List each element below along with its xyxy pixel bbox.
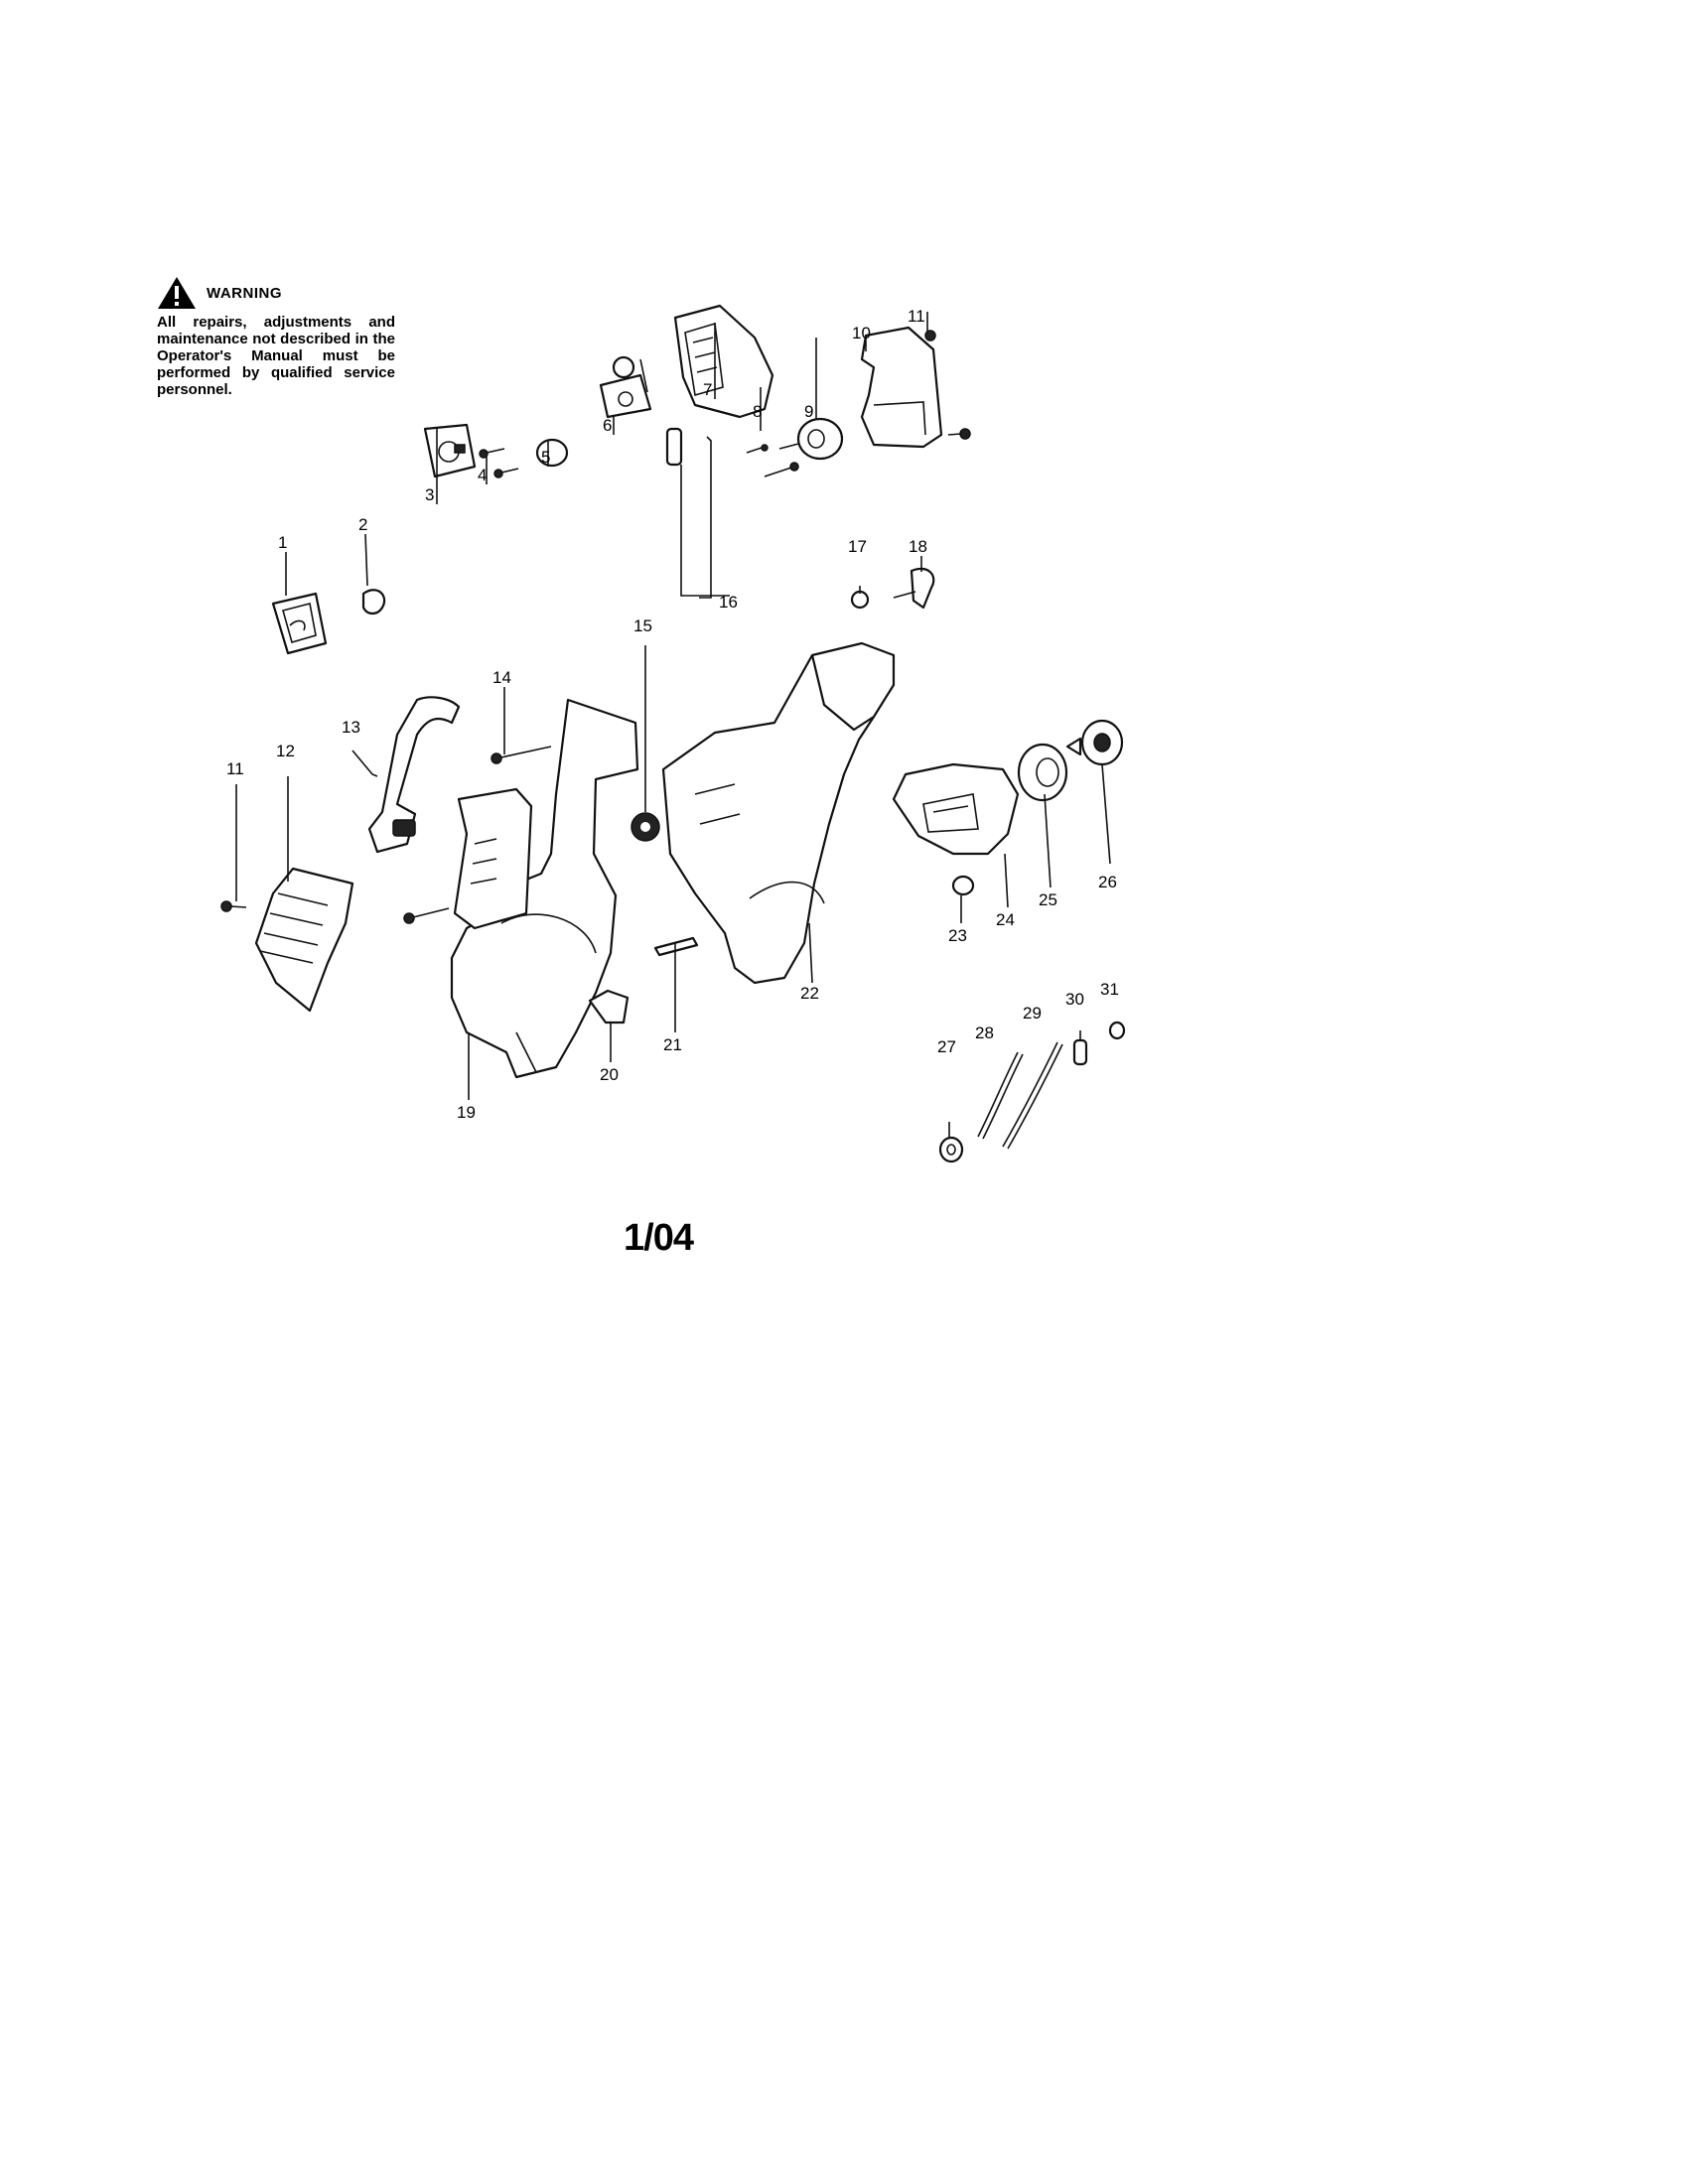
part-label: 19 [457, 1103, 476, 1122]
part-label: 17 [848, 537, 867, 556]
part-22-housing-half [661, 641, 896, 985]
part-label: 4 [478, 466, 487, 484]
part-7-cover-plate [673, 304, 774, 419]
part-17-nut [850, 590, 870, 610]
part-19-housing-half [450, 698, 639, 1079]
part-18-thumb-screw [893, 567, 935, 610]
part-13-handle [367, 696, 461, 854]
part-label: 25 [1039, 890, 1057, 909]
part-15-fan [631, 812, 660, 842]
part-label: 11 [226, 759, 244, 778]
part-2-cap [361, 589, 386, 615]
part-29-fuel-line [1002, 1041, 1063, 1150]
part-14-long-screw [403, 746, 552, 924]
part-label: 10 [852, 324, 871, 342]
part-label: 26 [1098, 873, 1117, 891]
part-12-shroud [254, 867, 354, 1013]
part-label: 13 [342, 718, 360, 737]
part-28-fuel-line [977, 1051, 1024, 1140]
part-21-pin [653, 936, 699, 957]
part-label: 7 [703, 380, 712, 399]
part-number-labels: 1 2 3 4 5 6 7 8 9 10 11 11 12 13 14 15 1… [226, 307, 1119, 1122]
part-20-clip [588, 989, 630, 1024]
part-11-lower-screw [220, 900, 247, 912]
part-label: 21 [663, 1035, 682, 1054]
part-label: 16 [719, 593, 738, 612]
part-label: 1 [278, 533, 287, 552]
part-label: 9 [804, 402, 813, 421]
part-label: 14 [492, 668, 511, 687]
part-10-bracket [860, 326, 943, 449]
leader-lines [235, 312, 1111, 1138]
warning-title: WARNING [207, 284, 282, 302]
part-label: 30 [1065, 990, 1084, 1009]
part-11-screws [924, 330, 971, 440]
part-label: 20 [600, 1065, 619, 1084]
part-label: 15 [633, 616, 652, 635]
part-label: 28 [975, 1024, 994, 1042]
part-16-clip [665, 427, 683, 467]
warning-block: WARNING All repairs, adjustments and mai… [157, 276, 395, 398]
warning-triangle-icon [158, 277, 196, 309]
part-6-carburetor [599, 355, 652, 419]
part-9-gasket [796, 417, 844, 461]
part-5-disk [535, 438, 569, 468]
part-label: 24 [996, 910, 1015, 929]
part-24-elbow [892, 762, 1020, 856]
part-label: 31 [1100, 980, 1119, 999]
warning-text: All repairs, adjustments and maintenance… [157, 314, 395, 398]
part-27-washer [938, 1136, 964, 1163]
part-4-screws [479, 448, 519, 478]
part-label: 3 [425, 485, 434, 504]
part-label: 29 [1023, 1004, 1042, 1023]
part-label: 22 [800, 984, 819, 1003]
part-label: 5 [541, 448, 550, 467]
part-label: 8 [753, 402, 762, 421]
part-1-air-filter-frame [271, 592, 328, 655]
part-label: 18 [909, 537, 927, 556]
warning-header: WARNING [157, 276, 395, 310]
part-label: 6 [603, 416, 612, 435]
part-23-bushing [951, 875, 975, 896]
part-25-gasket [1017, 743, 1068, 802]
part-label: 23 [948, 926, 967, 945]
revision-date: 1/04 [624, 1217, 694, 1259]
part-30-fuel-filter [1072, 1030, 1088, 1066]
part-label: 11 [908, 307, 925, 326]
part-26-cap [1065, 719, 1124, 766]
part-31-grommet [1108, 1021, 1126, 1040]
part-label: 27 [937, 1037, 956, 1056]
part-label: 12 [276, 742, 295, 760]
part-label: 2 [358, 515, 367, 534]
part-3-adapter [423, 423, 477, 478]
